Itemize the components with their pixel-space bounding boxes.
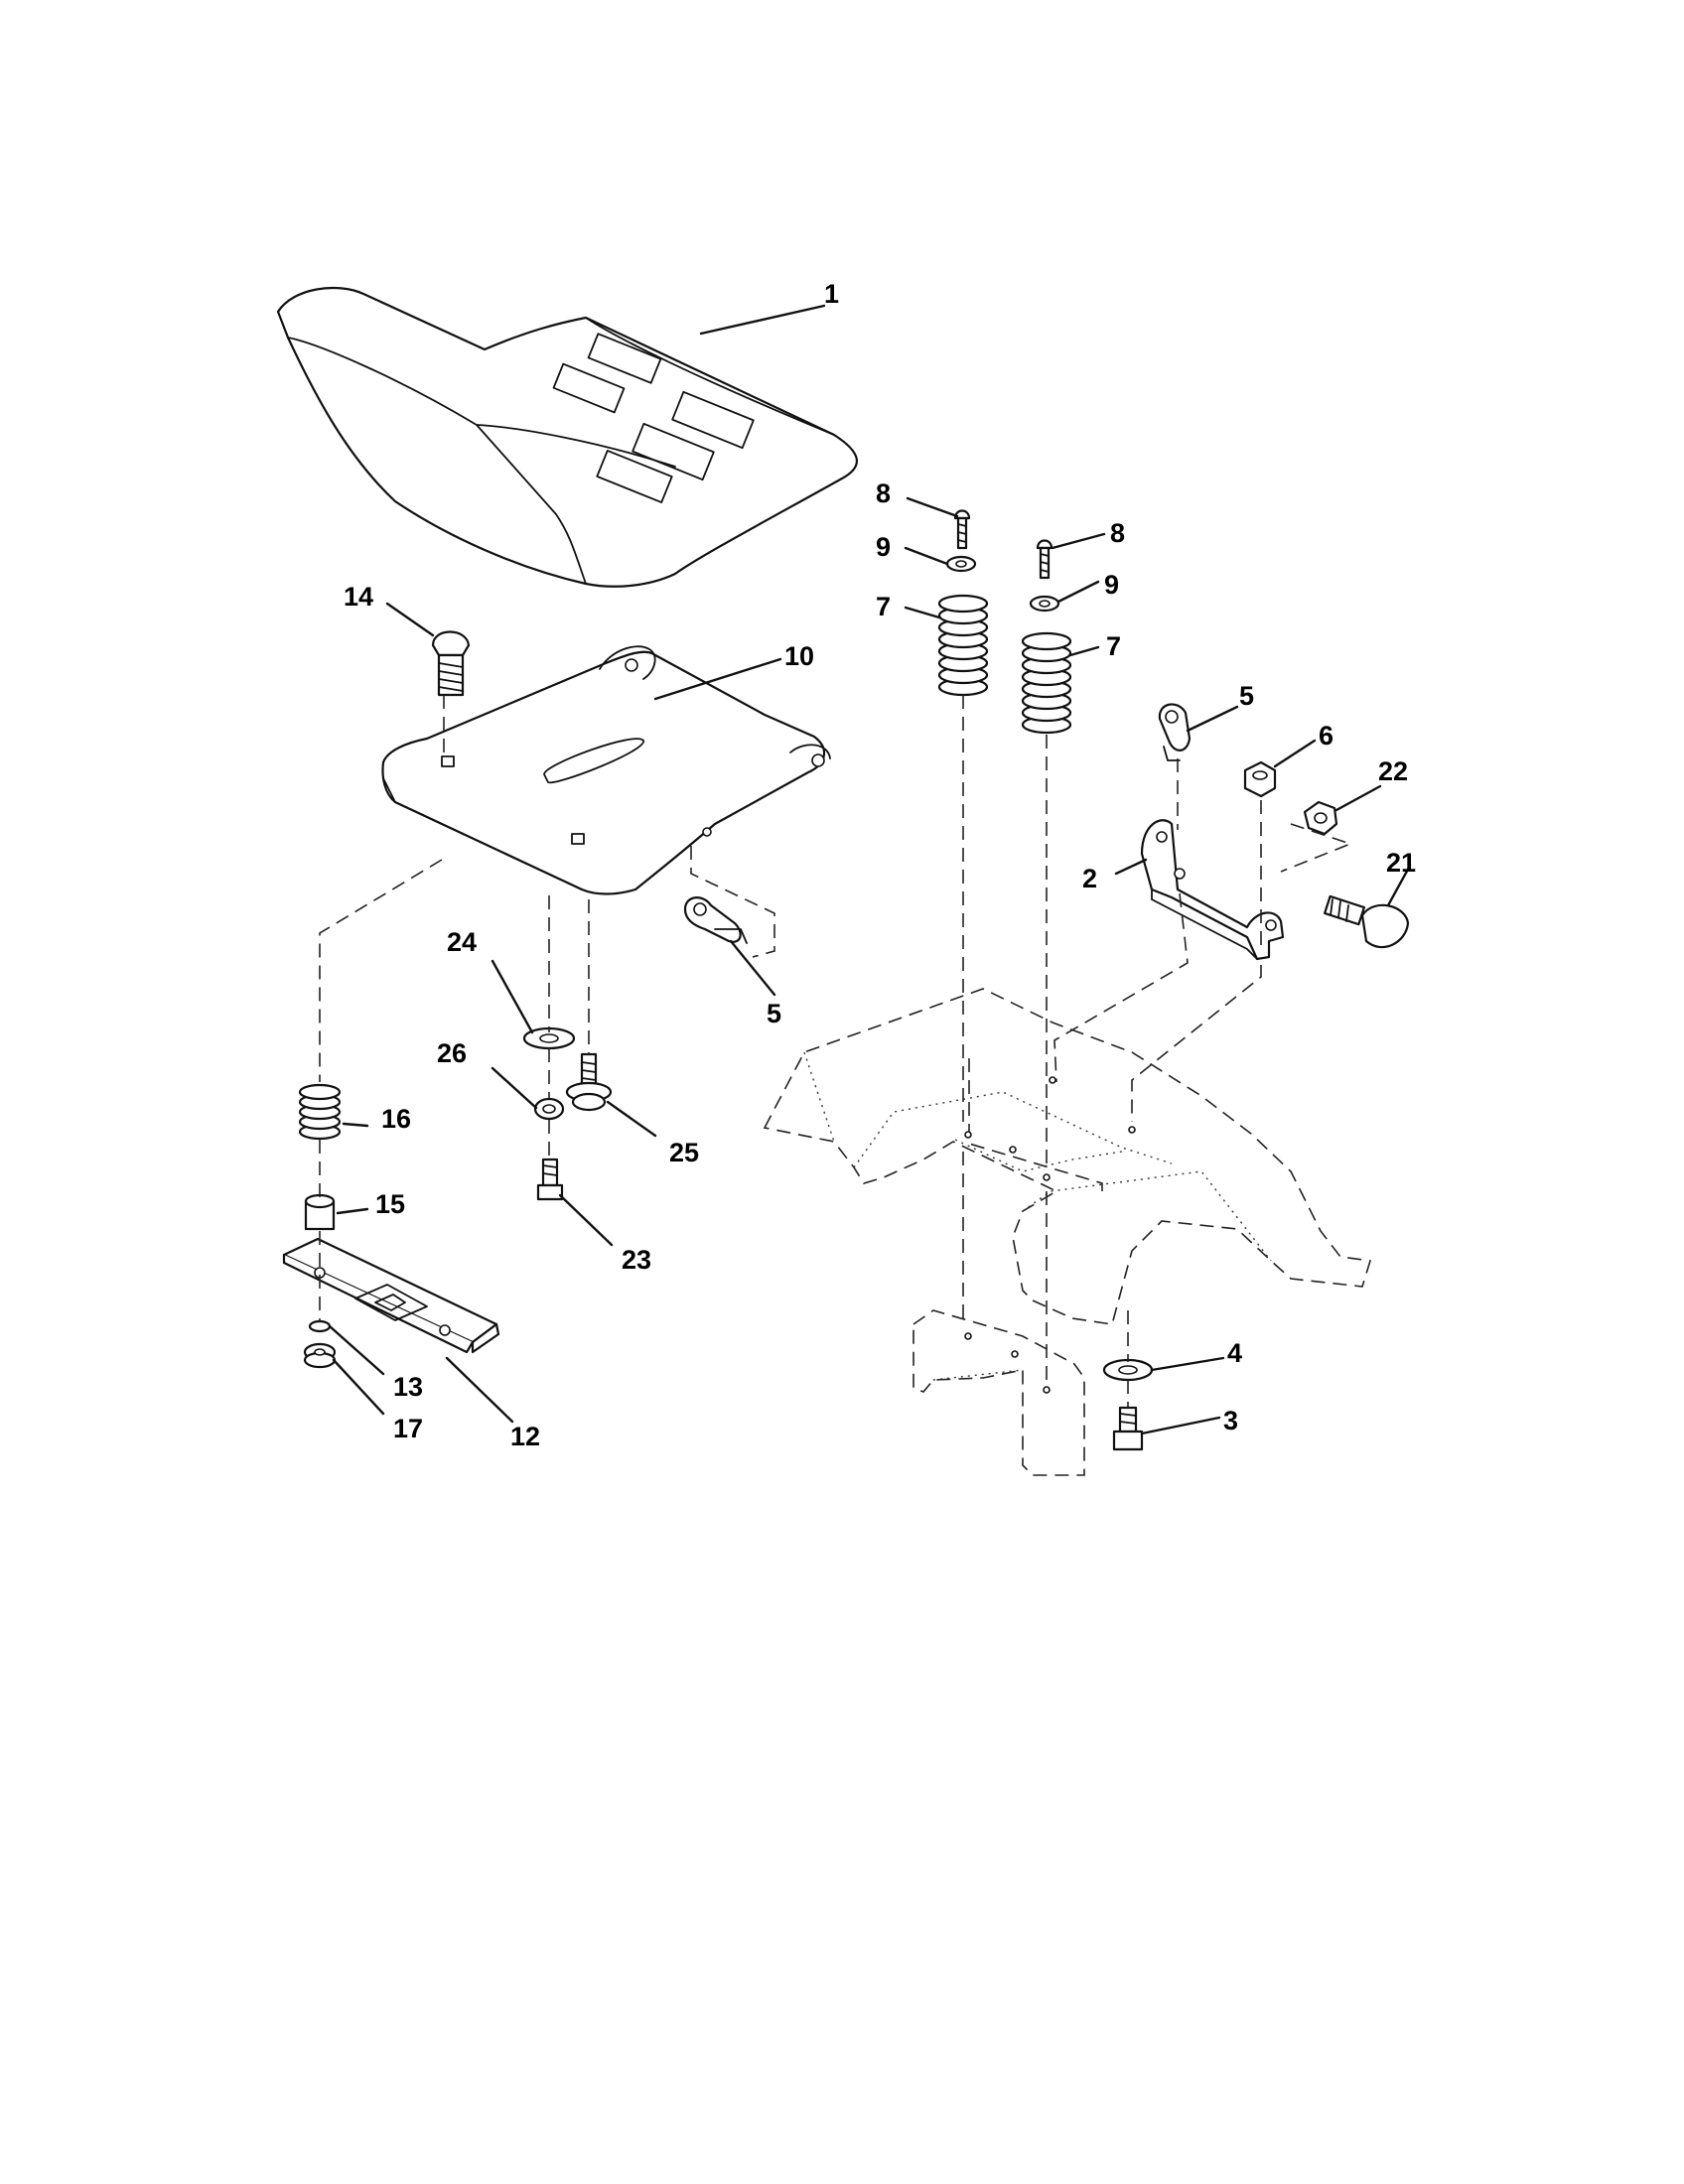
callout-4: 4 xyxy=(1227,1338,1242,1368)
callout-22: 22 xyxy=(1378,756,1408,786)
seat xyxy=(276,286,859,588)
callout-7-left: 7 xyxy=(876,592,891,621)
carriage-bolt xyxy=(431,630,471,697)
seat-pan xyxy=(381,645,831,895)
fender-reference xyxy=(763,988,1372,1325)
washer-9-right xyxy=(1029,595,1060,613)
callout-3: 3 xyxy=(1223,1406,1238,1435)
callout-13: 13 xyxy=(393,1372,423,1402)
spring-7-left xyxy=(937,594,989,697)
locknut-17 xyxy=(303,1342,337,1369)
callout-2: 2 xyxy=(1082,864,1097,893)
clip-right xyxy=(1158,703,1192,761)
callout-26: 26 xyxy=(437,1038,467,1068)
washer-24 xyxy=(522,1026,576,1050)
hex-bolt-23 xyxy=(536,1158,564,1201)
clip-left xyxy=(683,896,748,944)
pin-8-right xyxy=(1036,539,1053,580)
callout-17: 17 xyxy=(393,1414,423,1443)
callout-16: 16 xyxy=(381,1104,411,1134)
hex-nut-22 xyxy=(1303,800,1338,836)
callout-23: 23 xyxy=(622,1245,651,1275)
leader-lines xyxy=(328,304,1412,1435)
spacer xyxy=(304,1193,336,1231)
callout-1: 1 xyxy=(824,279,839,309)
pivot-bracket xyxy=(1140,819,1285,961)
spring-16 xyxy=(298,1083,342,1141)
callout-9-right: 9 xyxy=(1104,570,1119,600)
callout-labels: 1 8 8 9 9 7 7 14 10 5 6 22 21 2 5 24 26 … xyxy=(344,279,1416,1451)
callout-25: 25 xyxy=(669,1138,699,1167)
callout-10: 10 xyxy=(784,641,814,671)
assembly-lines xyxy=(319,695,1353,1408)
callout-24: 24 xyxy=(447,927,477,957)
callout-8-right: 8 xyxy=(1110,518,1125,548)
callout-8-left: 8 xyxy=(876,478,891,508)
hex-nut-6 xyxy=(1243,760,1277,798)
washer-9-left xyxy=(945,555,977,573)
callout-21: 21 xyxy=(1386,848,1416,878)
callout-15: 15 xyxy=(375,1189,405,1219)
callout-7-right: 7 xyxy=(1106,631,1121,661)
callout-9-left: 9 xyxy=(876,532,891,562)
washer-13 xyxy=(308,1319,332,1333)
callout-6: 6 xyxy=(1319,721,1333,751)
callout-5-right: 5 xyxy=(1239,681,1254,711)
washer-4 xyxy=(1102,1358,1154,1382)
callout-5-left: 5 xyxy=(767,999,781,1028)
hex-bolt-3 xyxy=(1112,1406,1144,1451)
slide-bracket xyxy=(282,1237,500,1354)
lock-washer xyxy=(533,1097,565,1121)
shoulder-bolt-21 xyxy=(1323,894,1410,949)
pin-8-left xyxy=(953,509,971,550)
callout-12: 12 xyxy=(510,1422,540,1451)
spring-7-right xyxy=(1021,631,1072,735)
shoulder-bolt xyxy=(565,1052,613,1112)
frame-bracket-reference xyxy=(912,1309,1085,1476)
callout-14: 14 xyxy=(344,582,373,612)
